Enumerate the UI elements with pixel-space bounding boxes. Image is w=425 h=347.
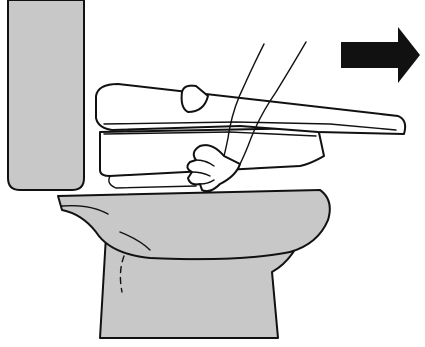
toilet-tank bbox=[8, 0, 84, 190]
seat-bottom-edge bbox=[109, 176, 196, 188]
toilet-bowl bbox=[58, 190, 330, 259]
arrow-right-icon bbox=[341, 27, 420, 83]
